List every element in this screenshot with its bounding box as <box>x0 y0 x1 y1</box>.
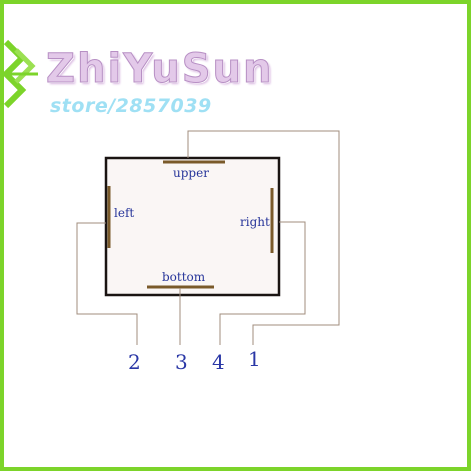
wire-pin-2 <box>76 222 138 345</box>
brand-name: ZhiYuSun <box>45 46 274 93</box>
store-id: store/2857039 <box>50 95 212 117</box>
leaf-logo-icon <box>2 39 38 108</box>
pin-1-label: 1 <box>248 347 261 371</box>
wire-pin-1 <box>187 130 340 345</box>
pin-4-label: 4 <box>212 350 225 374</box>
sensor-panel <box>104 156 281 297</box>
upper-label: upper <box>173 166 209 180</box>
bottom-label: bottom <box>162 270 206 284</box>
left-label: left <box>114 206 134 220</box>
right-label: right <box>240 215 270 229</box>
pin-2-label: 2 <box>128 350 141 374</box>
pin-3-label: 3 <box>175 350 188 374</box>
wire-pin-4 <box>219 221 306 345</box>
